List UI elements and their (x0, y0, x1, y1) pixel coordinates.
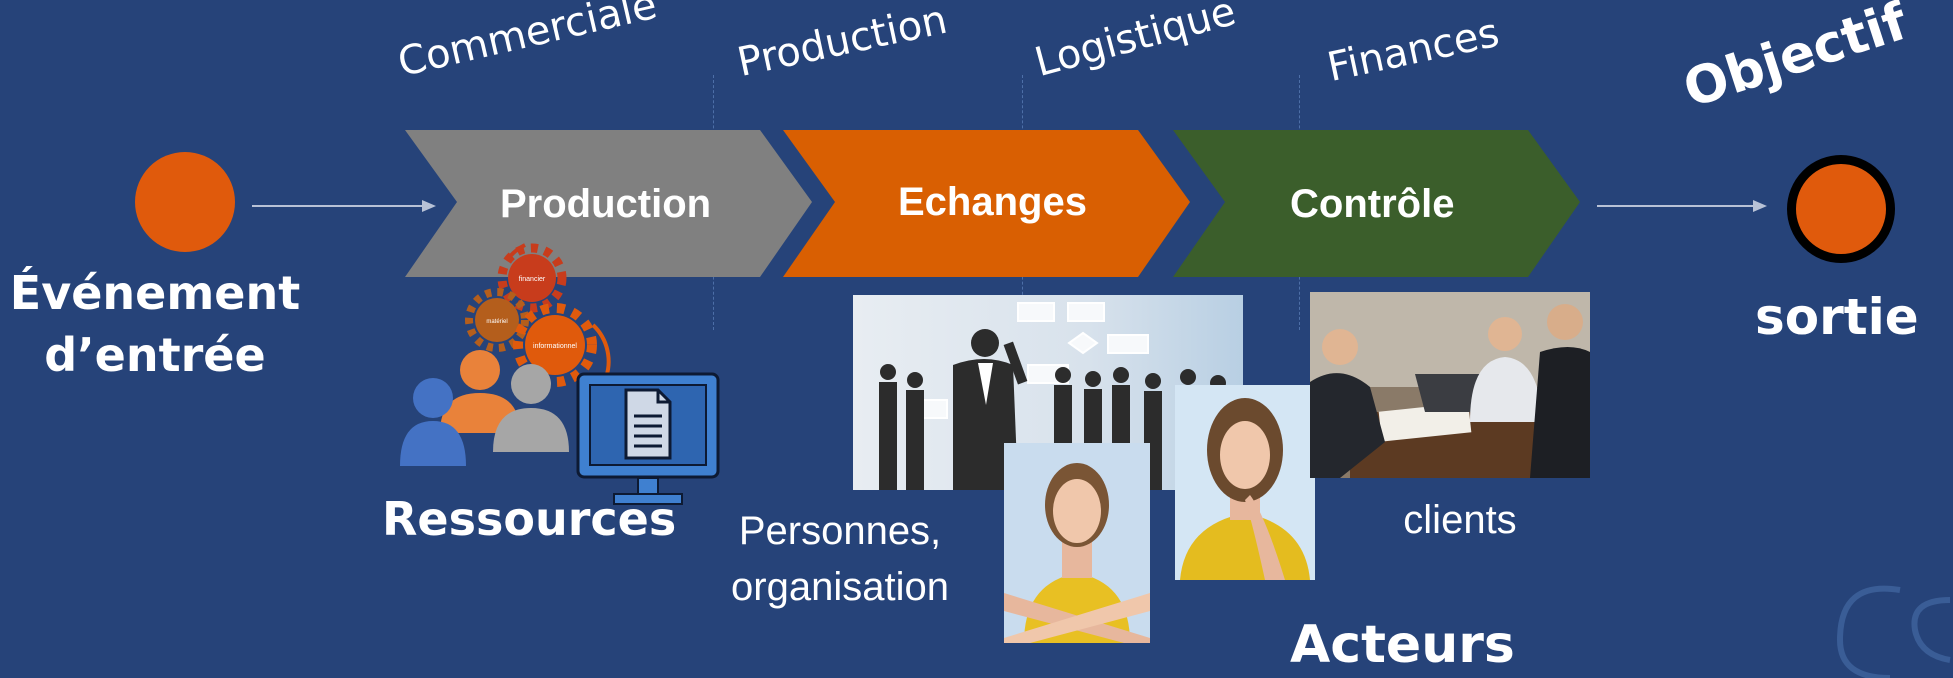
department-commerciale: Commerciale (393, 0, 662, 86)
department-logistique: Logistique (1030, 0, 1241, 86)
woman-thinking-photo (1175, 385, 1315, 580)
stage-echanges-label: Echanges (898, 180, 1087, 224)
input-event-circle (135, 152, 235, 252)
chevron-echanges (783, 130, 1190, 277)
gear-materiel-icon: matériel (465, 288, 529, 352)
gears-illustration: financier matériel informationnel (465, 243, 611, 387)
resources-label: Ressources (382, 492, 677, 546)
output-circle (1787, 155, 1895, 263)
gear-financier-icon: financier (497, 243, 567, 313)
input-event-label: Événement d’entrée (0, 262, 310, 386)
gear-informationnel-icon: informationnel (513, 303, 597, 387)
clients-caption: clients (1403, 498, 1517, 542)
gear-materiel-label: matériel (486, 319, 507, 325)
process-chevrons (405, 130, 1580, 277)
persons-caption-line2: organisation (731, 565, 949, 609)
output-arrow (1597, 200, 1767, 212)
gear-financier-label: financier (519, 276, 546, 283)
watermark-logo (1836, 585, 1951, 678)
stage-controle-label: Contrôle (1290, 182, 1455, 226)
gear-informationnel-label: informationnel (533, 343, 577, 350)
stage-production-label: Production (500, 182, 712, 226)
chevron-production (405, 130, 812, 277)
objective-label: Objectif (1676, 0, 1915, 120)
department-finances: Finances (1323, 9, 1504, 91)
department-production: Production (733, 0, 952, 87)
persons-caption: Personnes, organisation (700, 503, 980, 615)
persons-caption-line1: Personnes, (738, 509, 942, 553)
people-icon (400, 350, 569, 466)
input-event-line1: Événement (9, 266, 301, 320)
output-label: sortie (1755, 288, 1919, 346)
input-event-line2: d’entrée (44, 328, 266, 382)
input-arrow (252, 200, 436, 212)
woman-refusing-photo (1004, 443, 1150, 643)
actors-label: Acteurs (1290, 615, 1515, 675)
clients-meeting-photo (1310, 292, 1590, 478)
chevron-controle (1173, 130, 1580, 277)
monitor-document-icon (576, 372, 720, 505)
